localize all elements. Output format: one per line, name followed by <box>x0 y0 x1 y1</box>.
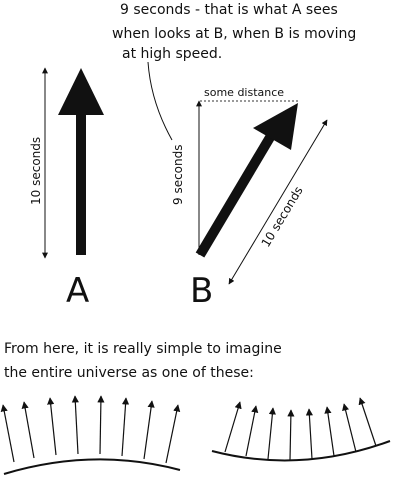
convex-arrow-2 <box>21 401 35 459</box>
b-arrow-head <box>253 103 298 150</box>
convex-arrow-8 <box>165 404 181 464</box>
convex-arrow-7 <box>143 400 155 460</box>
bottom-caption-line-1: From here, it is really simple to imagin… <box>4 341 282 357</box>
concave-arrow-4 <box>287 409 295 461</box>
universe-concave <box>211 397 391 462</box>
concave-arrow-3 <box>267 407 276 460</box>
universe-convex <box>0 395 181 475</box>
concave-arrow-2 <box>245 405 259 457</box>
concave-arc <box>211 440 391 462</box>
bottom-caption-line-2: the entire universe as one of these: <box>4 365 254 381</box>
a-time-label: 10 seconds <box>29 137 43 205</box>
b-diagonal-label: 10 seconds <box>259 184 306 250</box>
a-arrow-head <box>58 68 104 115</box>
caption-line-1: 9 seconds - that is what A sees <box>120 2 338 18</box>
some-distance-label: some distance <box>204 86 284 99</box>
convex-arrow-4 <box>71 395 79 455</box>
concave-arrow-1 <box>224 401 242 453</box>
convex-arrow-1 <box>0 404 15 463</box>
concave-arrow-5 <box>305 408 313 460</box>
concave-arrow-7 <box>342 403 357 453</box>
a-arrow-shaft <box>76 110 86 255</box>
convex-arrow-6 <box>121 397 130 457</box>
convex-arc <box>3 458 181 475</box>
b-diagonal-dimension <box>228 119 328 285</box>
convex-arrow-3 <box>47 397 57 456</box>
concave-arrow-6 <box>324 406 335 457</box>
concave-arrow-8 <box>358 397 377 447</box>
label-b: B <box>190 271 213 311</box>
label-a: A <box>66 271 89 311</box>
caption-line-3: at high speed. <box>122 46 222 62</box>
caption-line-2: when looks at B, when B is moving <box>112 26 356 42</box>
convex-arrow-5 <box>97 395 105 455</box>
caption-pointer-line <box>147 61 173 141</box>
b-vertical-label: 9 seconds <box>171 145 185 206</box>
